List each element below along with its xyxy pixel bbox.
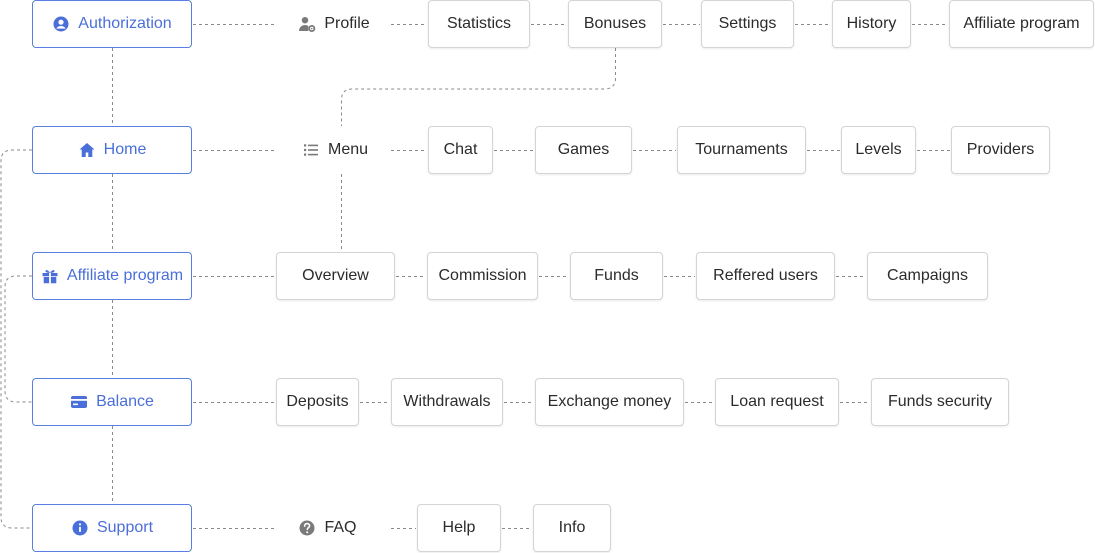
node-label: Commission: [438, 267, 527, 284]
info-icon: [71, 519, 89, 537]
node-label: Withdrawals: [403, 393, 491, 410]
node-label: Help: [442, 519, 476, 536]
node-providers: Providers: [951, 126, 1050, 174]
node-label: Affiliate program: [66, 267, 184, 284]
node-info: Info: [533, 504, 611, 552]
node-label: Providers: [966, 141, 1035, 158]
node-label: Deposits: [286, 393, 349, 410]
node-label: Games: [557, 141, 610, 158]
home-icon: [78, 141, 96, 159]
node-statistics: Statistics: [428, 0, 530, 48]
node-profile: Profile: [290, 0, 378, 48]
node-chat: Chat: [428, 126, 493, 174]
node-campaigns: Campaigns: [867, 252, 988, 300]
node-label: Support: [96, 519, 154, 536]
node-label: Profile: [324, 15, 370, 32]
node-label: Funds: [594, 267, 639, 284]
question-icon: [298, 519, 316, 537]
node-levels: Levels: [841, 126, 916, 174]
node-deposits: Deposits: [276, 378, 359, 426]
node-balance: Balance: [32, 378, 192, 426]
gift-icon: [41, 267, 59, 285]
node-label: Home: [103, 141, 147, 158]
node-label: Reffered users: [713, 267, 818, 284]
connector-bonuses-menu: [341, 48, 616, 126]
node-label: Menu: [327, 141, 369, 158]
node-label: Overview: [302, 267, 369, 284]
node-label: Exchange money: [547, 393, 672, 410]
node-label: Authorization: [78, 15, 172, 32]
node-label: Statistics: [446, 15, 511, 32]
node-label: History: [846, 15, 897, 32]
node-faq: FAQ: [296, 504, 359, 552]
node-history: History: [832, 0, 911, 48]
node-withdrawals: Withdrawals: [391, 378, 503, 426]
node-menu: Menu: [298, 126, 372, 174]
connector-affiliate-balance: [4, 275, 32, 403]
node-home: Home: [32, 126, 192, 174]
node-funds-security: Funds security: [871, 378, 1009, 426]
node-label: Levels: [855, 141, 902, 158]
node-label: Tournaments: [695, 141, 788, 158]
node-games: Games: [535, 126, 632, 174]
node-reffered-users: Reffered users: [696, 252, 835, 300]
list-icon: [302, 141, 320, 159]
node-loan-request: Loan request: [715, 378, 839, 426]
node-help: Help: [417, 504, 501, 552]
node-authorization: Authorization: [32, 0, 192, 48]
node-affiliate-program-tab: Affiliate program: [949, 0, 1094, 48]
user-gear-icon: [298, 15, 316, 33]
node-label: Balance: [96, 393, 154, 410]
node-support: Support: [32, 504, 192, 552]
node-label: Bonuses: [583, 15, 647, 32]
node-overview: Overview: [276, 252, 395, 300]
node-tournaments: Tournaments: [677, 126, 806, 174]
connector-home-support: [0, 149, 32, 529]
node-label: Campaigns: [887, 267, 968, 284]
node-affiliate-program: Affiliate program: [32, 252, 192, 300]
user-circle-icon: [52, 15, 70, 33]
node-label: FAQ: [324, 519, 357, 536]
node-exchange-money: Exchange money: [535, 378, 684, 426]
node-label: Affiliate program: [963, 15, 1080, 32]
node-settings: Settings: [701, 0, 794, 48]
node-label: Info: [558, 519, 586, 536]
node-label: Loan request: [730, 393, 824, 410]
node-label: Settings: [718, 15, 777, 32]
node-label: Funds security: [887, 393, 993, 410]
wallet-icon: [70, 393, 88, 411]
node-commission: Commission: [427, 252, 538, 300]
node-bonuses: Bonuses: [568, 0, 662, 48]
node-funds: Funds: [570, 252, 663, 300]
node-label: Chat: [443, 141, 478, 158]
